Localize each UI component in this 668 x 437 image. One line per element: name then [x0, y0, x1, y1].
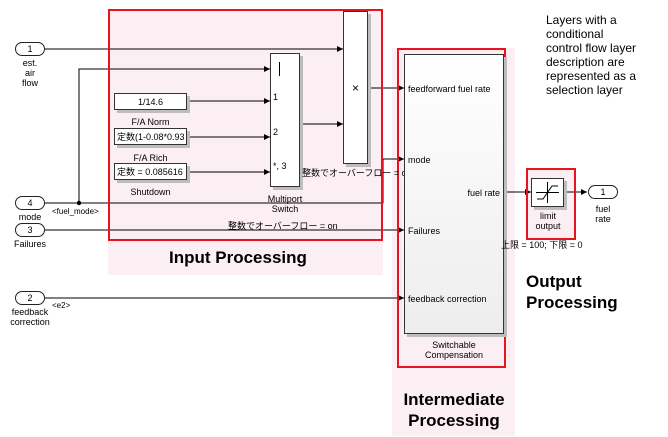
input-processing-title: Input Processing	[169, 248, 307, 267]
switch-port-1: 1	[273, 92, 279, 102]
constant-fa-norm-label: F/A Norm	[131, 117, 170, 127]
constant-fa-rich[interactable]: 定数(1-0.08*0.93	[114, 128, 187, 145]
outport-fuel-rate[interactable]: 1	[588, 185, 618, 199]
inport-est-air-flow[interactable]: 1	[15, 42, 45, 56]
signal-label-fuel-mode: <fuel_mode>	[52, 207, 99, 216]
switch-control-bar	[279, 62, 280, 76]
constant-fa-norm[interactable]: 1/14.6	[114, 93, 187, 110]
inport-failures-label: Failures	[13, 239, 46, 249]
branch-point	[76, 200, 82, 206]
constant-shutdown-label: Shutdown	[130, 187, 171, 197]
limit-output-params: 上限 = 100; 下限 = 0	[501, 240, 583, 250]
comp-output-fuel-rate: fuel rate	[467, 188, 500, 198]
saturation-icon	[536, 182, 559, 203]
signal-label-e2: <e2>	[52, 301, 71, 310]
product-block[interactable]: ×	[343, 11, 368, 164]
input-processing-outline	[108, 9, 383, 241]
multiport-switch[interactable]: 1 2 *, 3	[270, 53, 300, 187]
switch-port-2: 2	[273, 127, 279, 137]
limit-output-block[interactable]	[531, 178, 564, 207]
switchable-compensation[interactable]: feedforward fuel rate mode Failures feed…	[404, 54, 504, 334]
overflow-label-switch: 整数でオーバーフロー = on	[228, 221, 338, 231]
constant-shutdown-value: 定数 = 0.085616	[117, 167, 183, 177]
layer-note: Layers with a conditional control flow l…	[546, 13, 637, 97]
output-processing-outline	[526, 168, 576, 240]
comp-input-feedforward-fuel-rate: feedforward fuel rate	[408, 84, 491, 94]
comp-input-mode: mode	[408, 155, 431, 165]
inport-feedback-correction[interactable]: 2	[15, 291, 45, 305]
overflow-label-product: 整数でオーバーフロー = on	[302, 168, 412, 178]
intermediate-processing-outline	[397, 48, 506, 368]
constant-shutdown[interactable]: 定数 = 0.085616	[114, 163, 187, 180]
inport-mode-label: mode	[18, 212, 42, 222]
switch-port-3: *, 3	[273, 161, 287, 171]
comp-input-feedback-correction: feedback correction	[408, 294, 487, 304]
comp-input-failures: Failures	[408, 226, 441, 236]
constant-fa-norm-value: 1/14.6	[137, 97, 164, 107]
inport-failures[interactable]: 3	[15, 223, 45, 237]
constant-fa-rich-label: F/A Rich	[133, 153, 168, 163]
inport-mode[interactable]: 4	[15, 196, 45, 210]
constant-fa-rich-value: 定数(1-0.08*0.93	[117, 132, 185, 142]
product-symbol: ×	[351, 81, 359, 95]
